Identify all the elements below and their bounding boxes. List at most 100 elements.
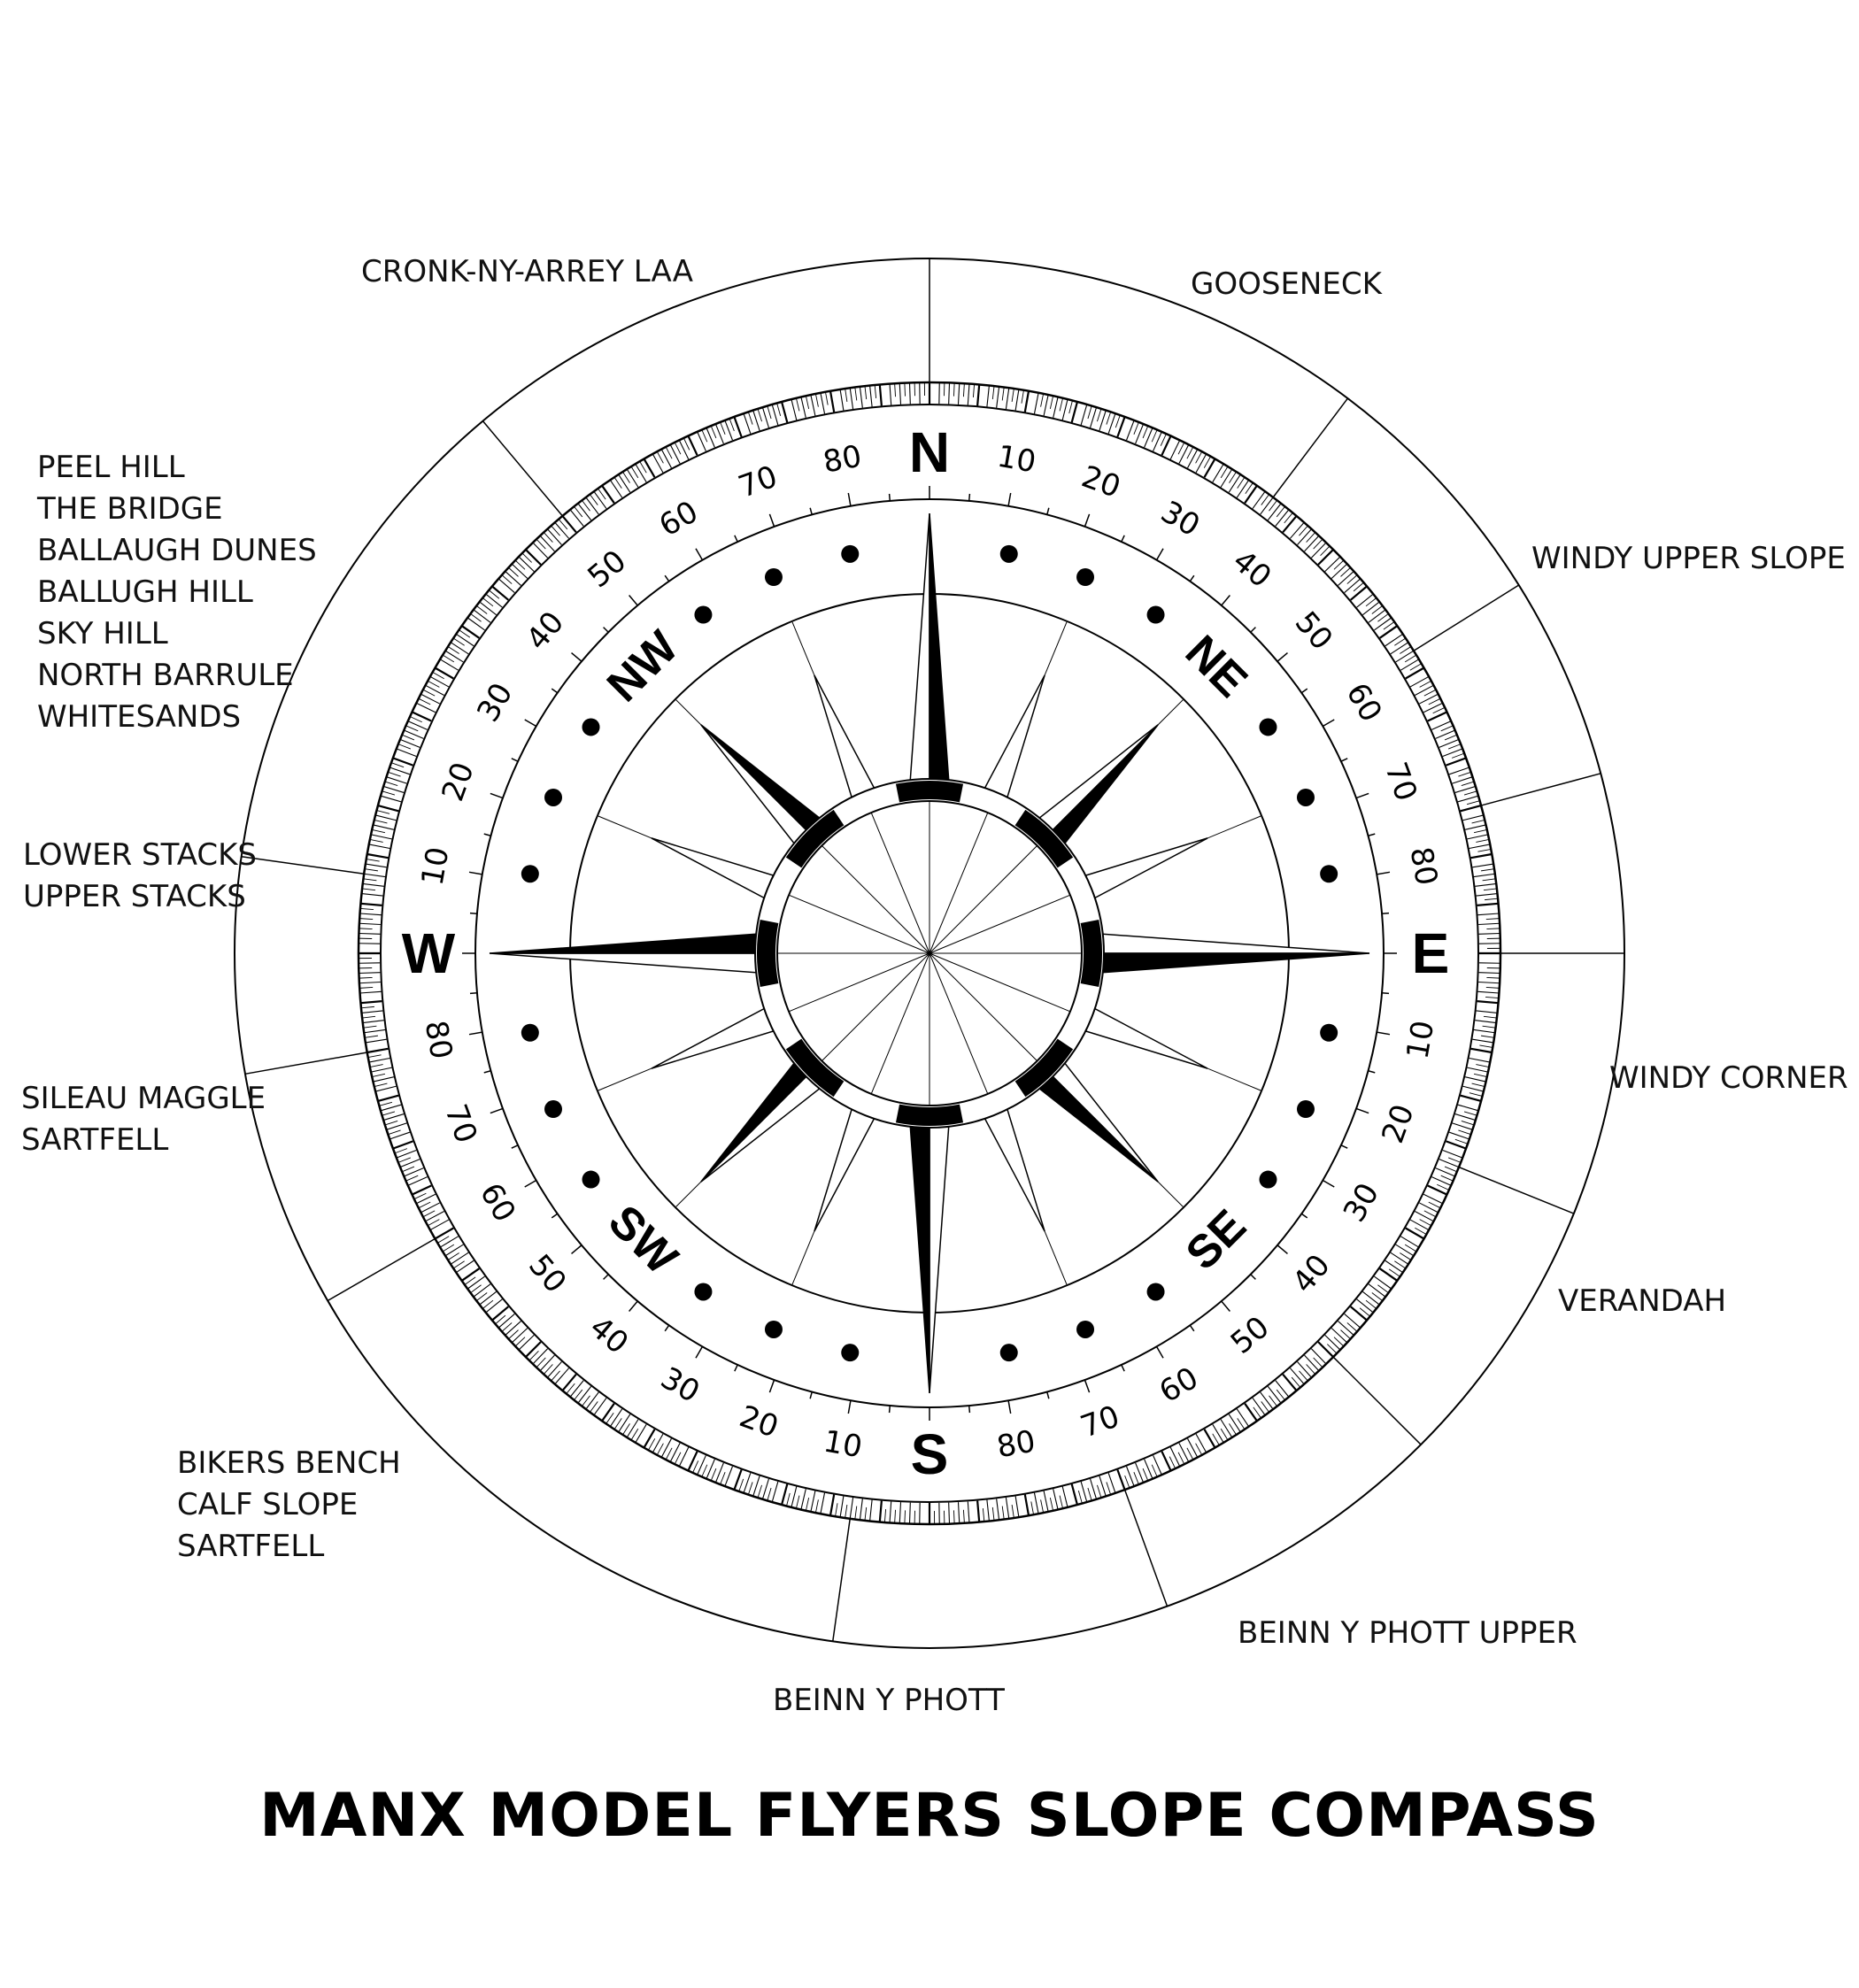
band-tick: [1390, 1252, 1409, 1265]
band-tick: [1448, 767, 1470, 775]
band-tick: [1236, 479, 1250, 498]
band-tick: [761, 1478, 769, 1499]
scale-tick: [1381, 912, 1390, 915]
band-tick: [1236, 1408, 1250, 1428]
band-tick: [379, 1101, 393, 1106]
band-tick: [447, 1252, 459, 1260]
band-tick: [1483, 1015, 1497, 1019]
compass-dot: [999, 544, 1018, 563]
degree-label: 40: [1226, 543, 1278, 595]
band-tick: [825, 391, 829, 405]
band-tick: [1385, 633, 1404, 647]
band-tick: [1144, 1459, 1153, 1479]
band-tick: [407, 720, 428, 730]
band-tick: [660, 449, 672, 468]
band-tick: [829, 1494, 836, 1516]
band-tick: [800, 1488, 806, 1510]
band-tick: [1011, 1505, 1014, 1518]
intercardinal-label-nw: NW: [598, 620, 689, 712]
degree-label: 60: [473, 1177, 522, 1228]
band-tick: [388, 771, 401, 777]
band-tick: [1269, 1395, 1278, 1406]
band-tick: [1033, 1492, 1039, 1514]
band-tick: [720, 1471, 726, 1485]
scale-tick: [1121, 1364, 1125, 1372]
band-tick: [1477, 1000, 1499, 1005]
site-label-cronk: CRONK-NY-ARREY LAA: [361, 251, 693, 293]
band-tick: [1212, 463, 1224, 482]
compass-dot: [521, 1023, 539, 1042]
band-tick: [362, 1015, 376, 1019]
band-tick: [908, 382, 911, 405]
band-tick: [1061, 399, 1068, 420]
band-tick: [854, 387, 858, 401]
band-tick: [1485, 987, 1500, 989]
hub-segment: [1014, 1038, 1074, 1098]
degree-label: 40: [520, 605, 571, 657]
band-tick: [1289, 1368, 1305, 1385]
band-tick: [365, 1038, 387, 1044]
band-tick: [757, 408, 762, 422]
band-tick: [656, 451, 664, 464]
band-tick: [849, 388, 854, 410]
band-tick: [511, 1328, 528, 1344]
scale-tick: [888, 1405, 891, 1414]
band-tick: [1419, 693, 1439, 705]
sector-line: [832, 1518, 851, 1642]
band-tick: [539, 1354, 555, 1372]
scale-tick: [1250, 1274, 1256, 1280]
band-tick: [470, 613, 482, 622]
scale-tick: [468, 871, 482, 875]
scale-tick: [629, 595, 638, 606]
compass-dot: [1076, 568, 1095, 587]
degree-label: 80: [994, 1423, 1038, 1465]
band-tick: [1431, 1176, 1452, 1186]
band-tick: [786, 1492, 791, 1506]
band-tick: [963, 1509, 965, 1523]
band-tick: [558, 519, 568, 530]
degree-label: 50: [521, 1248, 573, 1300]
band-tick: [1374, 1275, 1392, 1290]
band-tick: [1291, 1376, 1301, 1388]
band-tick: [776, 403, 782, 417]
scale-tick: [1007, 1400, 1012, 1414]
compass-dot: [1320, 1023, 1338, 1042]
band-tick: [1011, 389, 1014, 402]
band-tick: [710, 425, 717, 439]
band-tick: [574, 505, 583, 518]
cardinal-label-w: W: [402, 921, 456, 985]
band-tick: [485, 593, 503, 608]
band-tick: [1116, 416, 1126, 437]
band-tick: [461, 625, 480, 639]
scale-tick: [524, 719, 537, 728]
band-tick: [1115, 414, 1121, 428]
band-tick: [1313, 538, 1323, 550]
band-tick: [1160, 433, 1167, 446]
band-tick: [1428, 1201, 1441, 1209]
band-tick: [366, 1047, 389, 1054]
band-tick: [1070, 1483, 1079, 1506]
band-tick: [1099, 410, 1107, 431]
band-tick: [639, 461, 647, 474]
scale-tick: [469, 991, 478, 995]
scale-tick: [551, 688, 559, 694]
band-tick: [1203, 458, 1216, 478]
scale-tick: [1277, 652, 1288, 662]
band-tick: [1462, 1085, 1484, 1092]
band-tick: [1476, 1010, 1498, 1013]
scale-tick: [1300, 688, 1308, 694]
band-tick: [359, 987, 374, 989]
band-tick: [963, 383, 965, 397]
site-label-windy-corner: WINDY CORNER: [1609, 1058, 1848, 1099]
band-tick: [1310, 542, 1327, 559]
site-name: SARTFELL: [21, 1122, 169, 1158]
site-name: PEEL HILL: [37, 450, 185, 485]
band-tick: [1313, 1357, 1323, 1368]
band-tick: [525, 1341, 542, 1358]
band-tick: [360, 1000, 382, 1005]
band-tick: [1478, 922, 1500, 926]
band-tick: [1229, 471, 1237, 483]
band-tick: [1077, 1490, 1083, 1504]
band-tick: [1344, 578, 1361, 594]
band-tick: [1126, 420, 1135, 441]
